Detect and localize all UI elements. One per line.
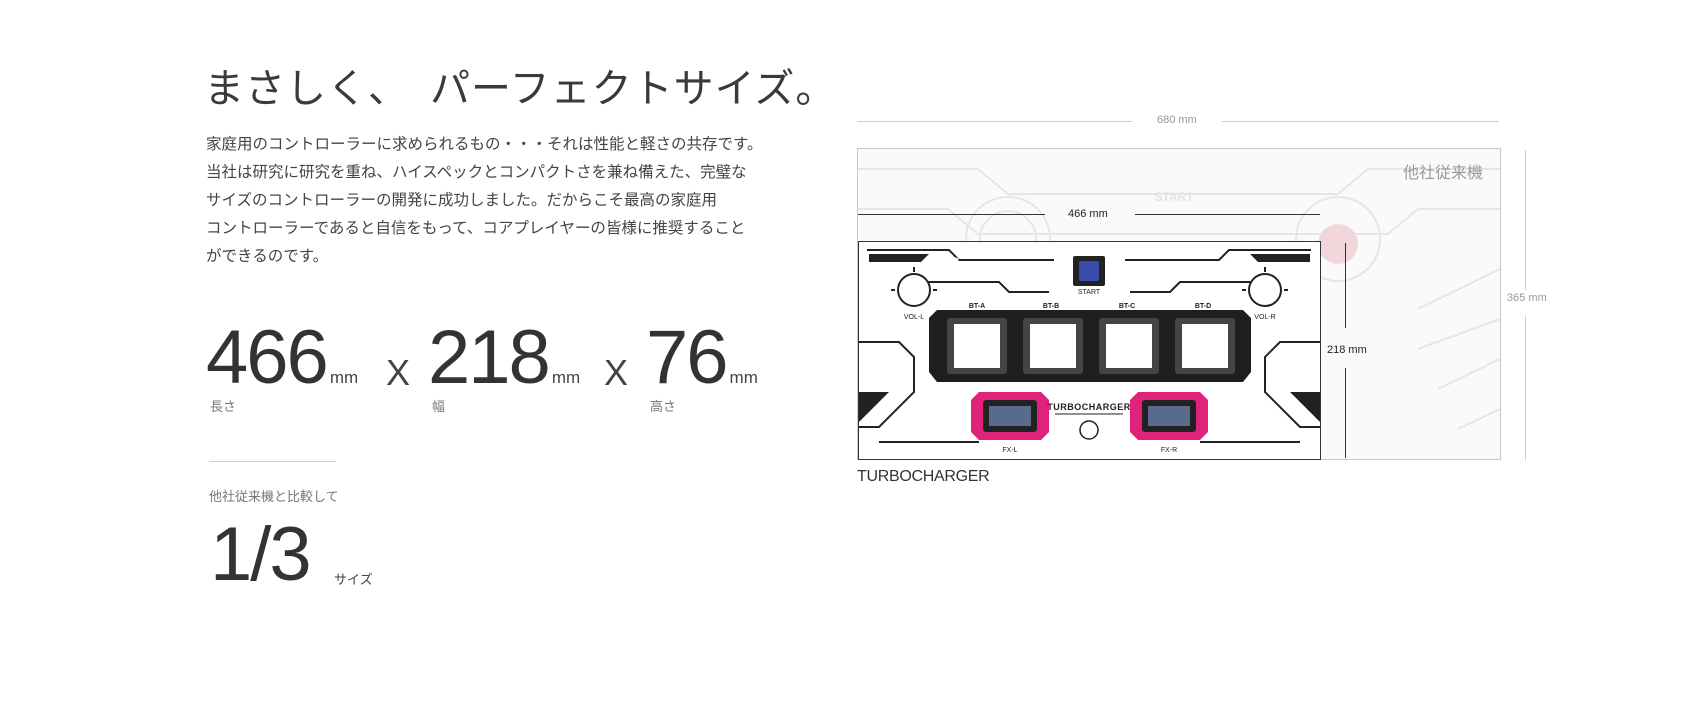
corner-right-number: 5 bbox=[1222, 256, 1227, 266]
competitor-ghost-art: START bbox=[858, 168, 1500, 430]
dimension-unit: mm bbox=[729, 368, 758, 387]
dimension-value: 466 bbox=[206, 315, 329, 400]
dimension-value: 76 bbox=[646, 315, 729, 400]
bt-d-label: BT-D bbox=[1195, 303, 1211, 310]
inner-height-line-top bbox=[1345, 243, 1346, 328]
dimension-value: 218 bbox=[428, 315, 551, 400]
bt-d-button bbox=[1182, 324, 1228, 368]
description-line: ができるのです。 bbox=[206, 247, 329, 265]
competitor-start-label: START bbox=[1154, 190, 1194, 204]
bt-c-label: BT-C bbox=[1119, 303, 1135, 310]
turbocharger-caption: TURBOCHARGER bbox=[857, 468, 990, 485]
inner-height-line-bottom bbox=[1345, 368, 1346, 458]
dimension-label: 高さ bbox=[650, 400, 677, 415]
outer-width-line-left bbox=[857, 121, 1132, 122]
corner-left-number: 2 bbox=[954, 256, 959, 266]
outer-width-label: 680 mm bbox=[1157, 114, 1197, 126]
turbocharger-controller: VOL-L VOL-R 2 5 START BT-A BT-B BT-C BT-… bbox=[858, 241, 1321, 460]
dimension-unit: mm bbox=[329, 368, 359, 387]
dimension-unit: mm bbox=[551, 368, 581, 387]
fx-r-label: FX-R bbox=[1161, 447, 1177, 454]
dimension-label: 幅 bbox=[432, 400, 446, 415]
times-symbol: X bbox=[604, 352, 629, 393]
outer-width-line-right bbox=[1222, 121, 1499, 122]
bt-b-button bbox=[1030, 324, 1076, 368]
fx-l-label: FX-L bbox=[1002, 447, 1017, 454]
times-symbol: X bbox=[386, 352, 411, 393]
bt-panel bbox=[929, 310, 1251, 382]
brand-logo-text: TURBOCHARGER bbox=[1047, 402, 1131, 412]
outer-height-line-bottom bbox=[1525, 316, 1526, 460]
inner-width-line-left bbox=[858, 214, 1045, 215]
competitor-label: 他社従来機 bbox=[1403, 163, 1484, 182]
description-line: コントローラーであると自信をもって、コアプレイヤーの皆様に推奨すること bbox=[206, 219, 746, 237]
comparison-ratio-unit: サイズ bbox=[334, 573, 373, 588]
outer-height-line-top bbox=[1525, 150, 1526, 290]
controller-illustration: VOL-L VOL-R 2 5 START BT-A BT-B BT-C BT-… bbox=[859, 249, 1320, 454]
description-line: 当社は研究に研究を重ね、ハイスペックとコンパクトさを兼ね備えた、完璧な bbox=[206, 163, 747, 181]
start-button bbox=[1079, 261, 1099, 281]
comparison-label: 他社従来機と比較して bbox=[209, 490, 339, 505]
bt-a-label: BT-A bbox=[969, 303, 985, 310]
start-button-label: START bbox=[1078, 289, 1101, 296]
comparison-ratio: 1/3 bbox=[210, 512, 312, 597]
description-line: 家庭用のコントローラーに求められるもの・・・それは性能と軽さの共存です。 bbox=[206, 135, 763, 153]
description-line: サイズのコントローラーの開発に成功しました。だからこそ最高の家庭用 bbox=[206, 191, 718, 209]
bt-c-button bbox=[1106, 324, 1152, 368]
outer-height-label: 365 mm bbox=[1507, 292, 1547, 304]
description: 家庭用のコントローラーに求められるもの・・・それは性能と軽さの共存です。 当社は… bbox=[206, 130, 796, 270]
bt-b-label: BT-B bbox=[1043, 303, 1059, 310]
fx-l-button bbox=[989, 406, 1031, 426]
divider bbox=[209, 461, 336, 462]
knob-left-label: VOL-L bbox=[904, 314, 924, 321]
inner-height-label: 218 mm bbox=[1327, 344, 1367, 356]
bt-a-button bbox=[954, 324, 1000, 368]
knob-right-label: VOL-R bbox=[1254, 314, 1275, 321]
brand-emblem-icon bbox=[1079, 420, 1099, 440]
inner-width-line-right bbox=[1135, 214, 1320, 215]
inner-width-label: 466 mm bbox=[1068, 208, 1108, 220]
fx-r-button bbox=[1148, 406, 1190, 426]
dimension-label: 長さ bbox=[210, 400, 237, 415]
page-title: まさしく、 パーフェクトサイズ。 bbox=[204, 66, 837, 112]
